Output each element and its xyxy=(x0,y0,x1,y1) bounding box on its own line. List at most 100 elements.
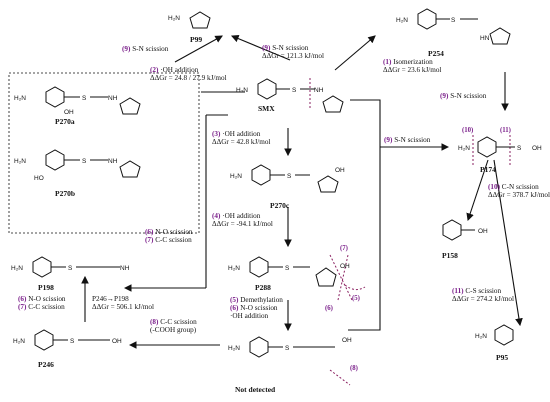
p270b-ho: HO xyxy=(34,175,44,182)
reaction-10: (10) C-N scission ΔΔGr = 378.7 kJ/mol xyxy=(488,183,550,199)
reaction-2-num: (2) xyxy=(150,66,159,74)
compound-names: P99 P254 SMX P270a P270b P270c P174 P198… xyxy=(38,35,508,394)
p288-oh: OH xyxy=(340,263,350,270)
compound-p270c: P270c xyxy=(270,201,290,210)
reaction-5-num: (5) xyxy=(230,296,239,304)
pathway-lines xyxy=(201,91,381,331)
compound-p270b: P270b xyxy=(55,189,75,198)
reaction-7l-num: (7) xyxy=(18,303,27,311)
cleavage-labels: (10) (11) (7) (6) (5) (8) xyxy=(325,127,511,372)
p198-s: S xyxy=(68,265,73,272)
marker-5: (5) xyxy=(352,295,360,302)
reaction-6t-text: N-O scission xyxy=(155,228,193,236)
pathway-arrows xyxy=(81,34,523,349)
reaction-11: (11) C-S scission ΔΔGr = 274.2 kJ/mol xyxy=(452,287,514,303)
marker-8: (8) xyxy=(350,365,358,372)
reaction-p246-p198: P246→P198 ΔΔGr = 506.1 kJ/mol xyxy=(92,295,154,311)
p246-nh2: H₂N xyxy=(13,338,25,345)
reaction-10-text: C-N scission xyxy=(501,183,539,191)
reaction-9-num: (9) xyxy=(122,45,131,53)
reaction-5-text: Demethylation xyxy=(240,296,283,304)
reaction-6m-text: N-O scission xyxy=(240,304,278,312)
reaction-9c-text: S-N scission xyxy=(272,44,309,52)
reaction-6-7-top: (6) N-O scission (7) C-C scission xyxy=(145,228,193,244)
reaction-4-text: ·OH addition xyxy=(222,212,261,220)
reaction-7t-text: C-C scission xyxy=(155,236,192,244)
reaction-10-energy: ΔΔGr = 378.7 kJ/mol xyxy=(488,191,550,199)
reaction-8-sub: (-COOH group) xyxy=(150,326,197,334)
reaction-oh-add-text: ·OH addition xyxy=(230,312,269,320)
reaction-2-energy: ΔΔGr = 24.8 / 27.9 kJ/mol xyxy=(150,74,227,82)
reaction-6-7-left: (6) N-O scission (7) C-C scission xyxy=(18,295,66,311)
marker-7: (7) xyxy=(340,245,348,252)
reaction-7l-text: C-C scission xyxy=(28,303,65,311)
p254-hn: HN xyxy=(480,35,490,42)
p174-s: S xyxy=(517,145,522,152)
p158-oh: OH xyxy=(478,228,488,235)
reaction-4-num: (4) xyxy=(212,212,221,220)
p254-nh2: H₂N xyxy=(396,17,408,24)
reaction-9m-text: S-N scission xyxy=(394,136,431,144)
reaction-6l-text: N-O scission xyxy=(28,295,66,303)
notdetected-s: S xyxy=(285,345,290,352)
p99-nh2: H₂N xyxy=(168,15,180,22)
p270a-nh2: H₂N xyxy=(14,95,26,102)
reaction-8-text: C-C scission xyxy=(160,318,197,326)
p95-nh2: H₂N xyxy=(475,333,487,340)
compound-p270a: P270a xyxy=(55,117,75,126)
reaction-p246-p198-text: P246→P198 xyxy=(92,295,129,303)
p246-oh: OH xyxy=(112,338,122,345)
reaction-9c-energy: ΔΔGr = 121.3 kJ/mol xyxy=(262,52,325,60)
p198-nh: NH xyxy=(120,265,130,272)
compound-p246: P246 xyxy=(38,360,54,369)
p246-s: S xyxy=(70,338,75,345)
reaction-3-text: ·OH addition xyxy=(222,130,261,138)
reaction-2: (2) ·OH addition ΔΔGr = 24.8 / 27.9 kJ/m… xyxy=(150,66,227,82)
smx-nh2: H₂N xyxy=(236,87,248,94)
arrow-smx-to-p254 xyxy=(334,35,376,71)
reaction-9-middle: (9) S-N scission xyxy=(384,136,430,144)
compound-p254: P254 xyxy=(428,49,444,58)
notdetected-oh: OH xyxy=(342,337,352,344)
marker-11: (11) xyxy=(500,127,511,134)
reaction-9-text: S-N scission xyxy=(132,45,169,53)
reaction-6l-num: (6) xyxy=(18,295,27,303)
reaction-1-energy: ΔΔGr = 23.6 kJ/mol xyxy=(383,66,442,74)
compound-not-detected: Not detected xyxy=(235,385,276,394)
p270a-s: S xyxy=(82,95,87,102)
compound-p95: P95 xyxy=(496,353,508,362)
p270c-oh: OH xyxy=(335,167,345,174)
reaction-9m-num: (9) xyxy=(384,136,393,144)
p270a-oh: OH xyxy=(64,109,74,116)
reaction-1-text: Isomerization xyxy=(393,58,433,66)
reaction-2-text: ·OH addition xyxy=(160,66,199,74)
p254-s: S xyxy=(451,17,456,24)
p288-nh2: H₂N xyxy=(228,265,240,272)
compound-smx: SMX xyxy=(258,104,275,113)
smx-nh: NH xyxy=(314,87,324,94)
reaction-11-text: C-S scission xyxy=(465,287,502,295)
p198-nh2: H₂N xyxy=(11,265,23,272)
p270c-nh2: H₂N xyxy=(230,173,242,180)
arrow-smx-to-p99 xyxy=(174,35,223,63)
reaction-10-num: (10) xyxy=(488,183,500,191)
reaction-9c-num: (9) xyxy=(262,44,271,52)
compound-p99: P99 xyxy=(190,35,202,44)
reaction-3-num: (3) xyxy=(212,130,221,138)
cleavage-markers xyxy=(309,78,511,386)
p270b-s: S xyxy=(82,158,87,165)
reaction-9-top-center: (9) S-N scission ΔΔGr = 121.3 kJ/mol xyxy=(262,44,324,60)
reaction-5-6-oh: (5) Demethylation (6) N-O scission ·OH a… xyxy=(230,296,283,320)
p270ab-group-box xyxy=(8,72,200,234)
reaction-3: (3) ·OH addition ΔΔGr = 42.8 kJ/mol xyxy=(212,130,270,146)
reaction-9-right: (9) S-N scission xyxy=(440,92,486,100)
reaction-8: (8) C-C scission (-COOH group) xyxy=(150,318,197,334)
p270c-s: S xyxy=(287,173,292,180)
reaction-11-energy: ΔΔGr = 274.2 kJ/mol xyxy=(452,295,515,303)
marker-6: (6) xyxy=(325,305,333,312)
compound-p198: P198 xyxy=(38,283,54,292)
reaction-6m-num: (6) xyxy=(230,304,239,312)
reaction-4-energy: ΔΔGr = -94.1 kJ/mol xyxy=(212,220,273,228)
compound-p174: P174 xyxy=(480,165,496,174)
